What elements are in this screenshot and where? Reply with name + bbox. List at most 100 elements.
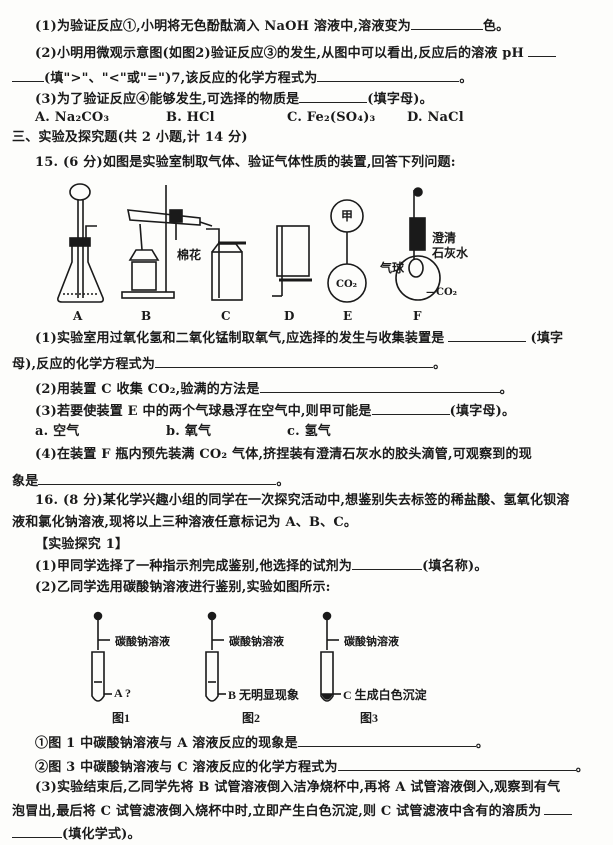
q15-part3: (3)若要使装置 E 中的两个气球悬浮在空气中,则甲可能是 (填字母)。: [35, 401, 515, 421]
text: (填字: [530, 331, 564, 346]
q15-option-a: a. 空气: [35, 424, 80, 439]
tube1-label: A ?: [114, 686, 132, 700]
label-b: B: [141, 309, 151, 323]
figure2-caption: 图2: [242, 711, 261, 725]
text: (填字母)。: [449, 404, 516, 419]
text: 。: [433, 357, 447, 372]
jia-label: 甲: [341, 209, 353, 223]
q15-part4: (4)在装置 F 瓶内预先装满 CO₂ 气体,挤捏装有澄清石灰水的胶头滴管,可观…: [35, 447, 532, 462]
apparatus-c-bottle: [206, 228, 246, 301]
section-heading: 三、实验及探究题(共 2 小题,计 14 分): [12, 130, 248, 145]
limewater-label-1: 澄清: [432, 230, 456, 245]
tube1-reagent: 碳酸钠溶液: [115, 636, 170, 648]
text: 。: [575, 760, 589, 775]
answer-blank[interactable]: [410, 16, 483, 30]
q14-option-c: C. Fe₂(SO₄)₃: [287, 110, 376, 125]
q15-part1-cont: 母),反应的化学方程式为 。: [12, 354, 446, 374]
q14-option-b: B. HCl: [166, 110, 215, 125]
q15-part1: (1)实验室用过氧化氢和二氧化锰制取氧气,应选择的发生与收集装置是 (填字: [35, 328, 563, 348]
text: (2)小明用微观示意图(如图2)验证反应③的发生,从图中可以看出,反应后的溶液 …: [35, 46, 525, 61]
answer-blank[interactable]: [299, 89, 368, 103]
apparatus-f-flask: [395, 187, 441, 301]
q14-part3: (3)为了验证反应④能够发生,可选择的物质是(填字母)。: [35, 89, 433, 109]
label-f: F: [413, 309, 422, 323]
q16-part1: (1)甲同学选择了一种指示剂完成鉴别,他选择的试剂为 (填名称)。: [35, 556, 488, 576]
answer-blank[interactable]: [155, 354, 434, 368]
test-tube-figure: [91, 611, 341, 702]
q14-part1: (1)为验证反应①,小明将无色酚酞滴入 NaOH 溶液中,溶液变为 色。: [35, 16, 509, 36]
tube3-label: C 生成白色沉淀: [343, 688, 427, 702]
text: (填化学式)。: [62, 827, 141, 842]
text: 。: [499, 382, 513, 397]
co2-label-e: CO₂: [336, 279, 357, 290]
figure1-caption: 图1: [112, 711, 131, 725]
label-e: E: [343, 309, 352, 323]
cotton-label: 棉花: [177, 247, 201, 262]
test-tube-2: [205, 611, 224, 702]
text: (填名称)。: [422, 559, 488, 574]
text: (填字母)。: [367, 92, 433, 107]
test-tube-1: [91, 611, 110, 702]
answer-blank[interactable]: [352, 556, 423, 570]
q16-sub1: ①图 1 中碳酸钠溶液与 A 溶液反应的现象是 。: [35, 733, 489, 753]
figure3-caption: 图3: [360, 711, 379, 725]
answer-blank[interactable]: [528, 43, 557, 57]
text: (1)为验证反应①,小明将无色酚酞滴入 NaOH 溶液中,溶液变为: [35, 19, 411, 34]
q15-option-c: c. 氢气: [287, 424, 331, 439]
q16-part3-end: (填化学式)。: [12, 824, 141, 844]
label-a: A: [72, 309, 83, 323]
tube2-reagent: 碳酸钠溶液: [229, 636, 284, 648]
q15-part2: (2)用装置 C 收集 CO₂,验满的方法是 。: [35, 379, 513, 399]
answer-blank[interactable]: [259, 379, 500, 393]
answer-blank[interactable]: [448, 328, 527, 342]
q16-stem-2: 液和氯化钠溶液,现将以上三种溶液任意标记为 A、B、C。: [12, 515, 358, 530]
text: 。: [459, 71, 473, 86]
limewater-label-2: 石灰水: [431, 245, 469, 260]
text: (3)若要使装置 E 中的两个气球悬浮在空气中,则甲可能是: [35, 404, 372, 419]
answer-blank[interactable]: [337, 757, 576, 771]
apparatus-d-bottle: [272, 225, 312, 297]
text: ②图 3 中碳酸钠溶液与 C 溶液反应的化学方程式为: [35, 760, 338, 775]
apparatus-figure: 棉花 甲 CO₂ 澄清 石灰水 气球 —CO₂ A B C D E F: [57, 183, 469, 323]
text: ①图 1 中碳酸钠溶液与 A 溶液反应的现象是: [35, 736, 298, 751]
answer-blank[interactable]: [371, 401, 450, 415]
q16-heading: 【实验探究 1】: [35, 537, 129, 552]
label-c: C: [221, 309, 231, 323]
text: 。: [475, 736, 490, 751]
label-d: D: [284, 309, 294, 323]
q15-stem: 15. (6 分)如图是实验室制取气体、验证气体性质的装置,回答下列问题:: [35, 155, 456, 170]
q16-stem-1: 16. (8 分)某化学兴趣小组的同学在一次探究活动中,想鉴别失去标签的稀盐酸、…: [35, 493, 570, 508]
apparatus-b-heating: [121, 185, 213, 299]
q15-option-b: b. 氧气: [166, 424, 212, 439]
text: (填">"、"<"或"=")7,该反应的化学方程式为: [44, 71, 318, 86]
q14-option-d: D. NaCl: [407, 110, 464, 125]
answer-blank[interactable]: [544, 801, 573, 815]
text: (2)用装置 C 收集 CO₂,验满的方法是: [35, 382, 260, 397]
text: 泡冒出,最后将 C 试管滤液倒入烧杯中时,立即产生白色沉淀,则 C 试管滤液中含…: [12, 804, 542, 819]
text: 象是: [12, 474, 39, 489]
q15-part4-cont: 象是 。: [12, 471, 290, 491]
text: 色。: [482, 19, 510, 34]
answer-blank[interactable]: [38, 471, 277, 485]
text: 。: [276, 474, 290, 489]
q14-option-a: A. Na₂CO₃: [35, 110, 110, 125]
q14-part2: (2)小明用微观示意图(如图2)验证反应③的发生,从图中可以看出,反应后的溶液 …: [35, 43, 557, 63]
answer-blank[interactable]: [12, 68, 44, 82]
balloon-label: 气球: [379, 260, 405, 275]
test-tube-3: [320, 611, 339, 702]
text: (1)实验室用过氧化氢和二氧化锰制取氧气,应选择的发生与收集装置是: [35, 331, 445, 346]
co2-label-f: —CO₂: [426, 287, 457, 298]
q16-sub2: ②图 3 中碳酸钠溶液与 C 溶液反应的化学方程式为 。: [35, 757, 589, 777]
apparatus-a-flask: [57, 183, 104, 303]
q16-part2: (2)乙同学选用碳酸钠溶液进行鉴别,实验如图所示:: [35, 580, 331, 595]
q16-part3: (3)实验结束后,乙同学先将 B 试管溶液倒入洁净烧杯中,再将 A 试管溶液倒入…: [35, 780, 561, 795]
answer-blank[interactable]: [297, 733, 476, 747]
answer-blank[interactable]: [12, 824, 62, 838]
text: (1)甲同学选择了一种指示剂完成鉴别,他选择的试剂为: [35, 559, 353, 574]
text: 母),反应的化学方程式为: [12, 357, 156, 372]
tube3-reagent: 碳酸钠溶液: [344, 636, 399, 648]
tube2-label: B 无明显现象: [228, 688, 300, 702]
q16-part3-cont: 泡冒出,最后将 C 试管滤液倒入烧杯中时,立即产生白色沉淀,则 C 试管滤液中含…: [12, 801, 573, 821]
answer-blank[interactable]: [317, 68, 460, 82]
q14-part2-cont: (填">"、"<"或"=")7,该反应的化学方程式为 。: [12, 68, 473, 88]
